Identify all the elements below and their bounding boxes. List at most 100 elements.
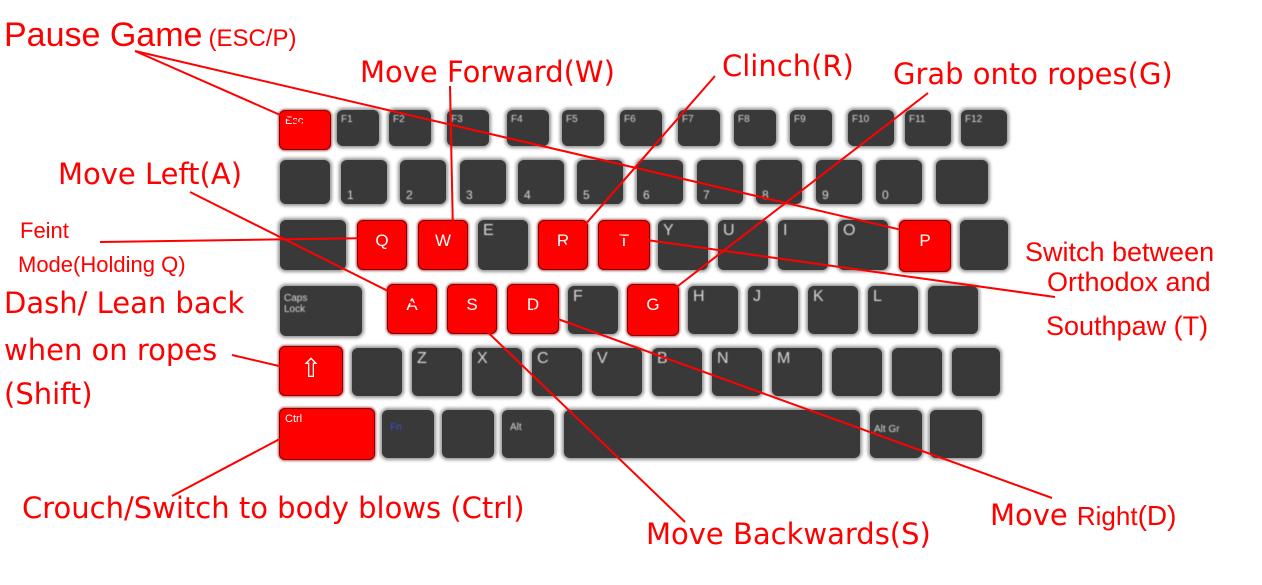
key-comma: [832, 348, 882, 396]
label-move-right: Move Right(D): [990, 501, 1176, 530]
key-label: C: [537, 350, 549, 367]
key-label: 3: [466, 188, 473, 202]
key-f8: F8: [734, 110, 776, 146]
dash-line3: (Shift): [4, 377, 93, 411]
key-label: Caps Lock: [284, 293, 308, 315]
key-label: Alt Gr: [874, 424, 900, 435]
key-label: K: [813, 288, 824, 305]
key-7: 7: [697, 160, 743, 204]
key-esc-label: Esc: [285, 115, 304, 127]
key-alt: Alt: [502, 410, 554, 458]
key-8: 8: [756, 160, 802, 204]
label-feint: Feint: [20, 220, 69, 242]
key-label: F5: [566, 114, 578, 125]
key-f4: F4: [507, 110, 549, 146]
key-esc: Esc: [279, 110, 331, 150]
key-k: K: [808, 286, 858, 334]
key-fn: Fn: [382, 410, 434, 458]
key-label: 0: [882, 188, 889, 202]
key-u: U: [718, 220, 768, 270]
key-v: V: [592, 348, 642, 396]
key-w: W: [418, 220, 468, 270]
key-slash: [952, 348, 1000, 396]
label-dash-1: Dash/ Lean back: [4, 289, 244, 318]
key-s: S: [447, 284, 497, 334]
dash-line1: Dash/ Lean back: [4, 286, 245, 320]
key-g: G: [627, 284, 679, 336]
key-label: Fn: [390, 422, 402, 433]
shift-arrow-icon: ⇧: [300, 353, 322, 383]
key-label: M: [777, 350, 791, 367]
key-label: W: [434, 231, 452, 250]
key-f9: F9: [790, 110, 832, 146]
key-minus: [936, 160, 988, 204]
key-label: F3: [451, 114, 463, 125]
key-z: Z: [412, 348, 462, 396]
key-ctrl: Ctrl: [279, 408, 375, 460]
key-f1: F1: [337, 110, 379, 146]
key-label: U: [723, 222, 735, 239]
key-label: B: [657, 350, 668, 367]
label-switch-2: Orthodox and: [1047, 269, 1211, 296]
key-i: I: [778, 220, 828, 270]
key-label: F4: [511, 114, 523, 125]
key-f10: F10: [848, 110, 894, 146]
key-label: 4: [524, 188, 531, 202]
key-label: 8: [762, 188, 769, 202]
key-0: 0: [876, 160, 922, 204]
key-alt-gr: Alt Gr: [870, 410, 922, 458]
key-label: T: [618, 231, 630, 250]
key-3: 3: [460, 160, 506, 204]
key-label: F12: [965, 114, 983, 125]
move-left-text: Move Left(A): [58, 157, 243, 191]
key-label: F2: [393, 114, 405, 125]
key-shift: ⇧: [279, 346, 343, 396]
label-feint-mode: Mode(Holding Q): [18, 254, 186, 276]
key-h: H: [688, 286, 738, 334]
grab-ropes-text: Grab onto ropes(G): [893, 57, 1173, 91]
right-line: [532, 309, 1053, 499]
key-label: F: [573, 288, 583, 305]
key-label: 9: [822, 188, 829, 202]
key-1: 1: [341, 160, 387, 204]
key-f7: F7: [678, 110, 720, 146]
key-l: L: [868, 286, 918, 334]
move-forward-text: Move Forward(W): [360, 55, 615, 89]
dash-line2: when on ropes: [4, 333, 218, 367]
move-right-word: Move: [990, 498, 1068, 532]
key-space: [564, 410, 860, 458]
key-label: E: [483, 222, 494, 239]
key-5: 5: [577, 160, 623, 204]
key-super: [442, 410, 494, 458]
key-f2: F2: [389, 110, 431, 146]
label-move-left: Move Left(A): [58, 160, 242, 189]
key-menu: [930, 410, 982, 458]
label-switch-1: Switch between: [1025, 239, 1214, 266]
label-move-forward: Move Forward(W): [360, 58, 615, 87]
key-f3: F3: [447, 110, 489, 146]
key-2: 2: [400, 160, 446, 204]
key-label: Z: [417, 350, 427, 367]
key-f5: F5: [562, 110, 604, 146]
clinch-text: Clinch(R): [722, 49, 854, 83]
key-label: O: [843, 222, 856, 239]
pause-game-text: Pause Game: [4, 16, 203, 54]
key-x: X: [472, 348, 522, 396]
key-label: F1: [341, 114, 353, 125]
feint-line1: Feint: [20, 218, 69, 243]
key-label: F10: [852, 114, 870, 125]
key-j: J: [748, 286, 798, 334]
key-label: 5: [583, 188, 590, 202]
key-pipe: [352, 348, 402, 396]
key-n: N: [712, 348, 762, 396]
key-backtick: [280, 160, 330, 204]
pause-game-keys: (ESC/P): [208, 25, 297, 52]
pause-line-esc: [134, 50, 304, 126]
label-pause-game: Pause Game(ESC/P): [4, 18, 296, 52]
key-label: 1: [347, 188, 354, 202]
key-4: 4: [518, 160, 564, 204]
key-label: 7: [703, 188, 710, 202]
key-9: 9: [816, 160, 862, 204]
key-e: E: [478, 220, 528, 270]
